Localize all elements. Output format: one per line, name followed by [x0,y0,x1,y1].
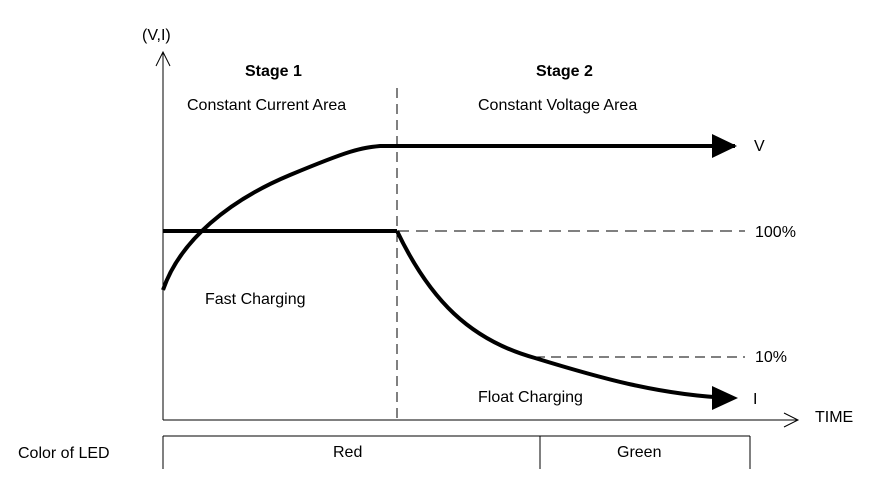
voltage-label: V [754,138,765,155]
float-level-label: 10% [755,349,787,366]
stage1-title: Stage 1 [245,63,302,80]
current-arrowhead [712,386,738,410]
y-axis-arrowhead [155,50,171,67]
stage2-title: Stage 2 [536,63,593,80]
full-level-label: 100% [755,224,796,241]
current-decay-curve [395,230,731,400]
stage2-subtitle: Constant Voltage Area [478,97,637,114]
current-label: I [753,391,757,408]
x-axis-arrowhead [783,412,800,428]
x-axis-label: TIME [815,409,853,426]
led-segment-red: Red [333,444,362,461]
y-axis-label: (V,I) [142,27,171,44]
float-charging-label: Float Charging [478,389,583,406]
stage1-subtitle: Constant Current Area [187,97,346,114]
led-segment-green: Green [617,444,661,461]
led-row-label: Color of LED [18,445,110,462]
fast-charging-label: Fast Charging [205,291,306,308]
voltage-curve [161,144,735,291]
voltage-arrowhead [712,134,737,158]
